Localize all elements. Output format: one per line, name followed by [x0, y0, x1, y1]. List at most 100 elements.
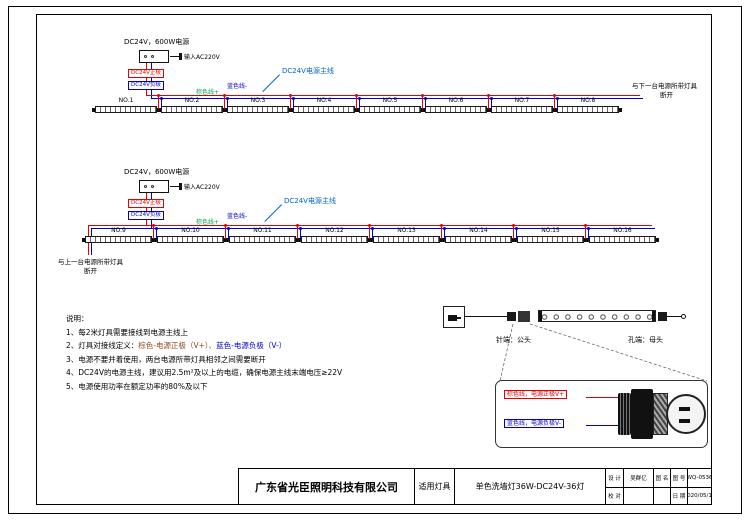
- male-connector: [507, 312, 516, 321]
- psu-positive-wire-row2: [146, 193, 147, 225]
- check-label: 校 对: [606, 486, 623, 505]
- drawing-no-label: 图 号: [670, 469, 687, 487]
- feed-wire-pos: [152, 223, 155, 239]
- fixture-number-label: NO.7: [514, 97, 530, 104]
- connector-body: [631, 389, 653, 439]
- dc-positive-label-row2: DC24V正极: [128, 199, 164, 208]
- psu-terminal: [144, 55, 147, 58]
- main-negative-line-row1: [151, 98, 643, 99]
- feed-wire-pos: [368, 223, 371, 239]
- power-supply-box-row2: [139, 180, 169, 193]
- fixture-bar: [514, 236, 587, 243]
- connector-zoom-box: 棕色线，电源正极V+ 蓝色线，电源负极V-: [495, 380, 708, 448]
- feed-wire-neg: [227, 226, 230, 239]
- feed-wire-pos: [222, 93, 226, 109]
- light-fixture: NO.16: [586, 227, 659, 246]
- notes-block: 说明： 1、每2米灯具需要接线到电源主线上 2、灯具对接线定义：棕色-电源正极（…: [66, 312, 342, 393]
- feed-wire-neg: [155, 226, 158, 239]
- light-fixture: NO.9: [82, 227, 155, 246]
- empty-cell: [653, 486, 670, 504]
- checker-name: [623, 486, 653, 504]
- fixture-number-label: NO.11: [253, 227, 272, 234]
- feed-wire-pos: [156, 93, 160, 109]
- note-item: 3、电源不要并着使用，两台电源所带灯具相邻之间需要断开: [66, 354, 266, 364]
- feed-wire-neg: [225, 96, 229, 109]
- connector-callout-box: [443, 306, 465, 328]
- psu-negative-wire-row2: [151, 193, 152, 228]
- prev-psu-note-line2: 断开: [84, 267, 97, 275]
- psu-title-row2: DC24V，600W电源: [124, 168, 190, 176]
- feed-wire-neg: [587, 226, 590, 239]
- feed-wire-pos: [552, 93, 556, 109]
- fixture-bar: [298, 236, 371, 243]
- mainline-label-row1: DC24V电源主线: [282, 67, 334, 75]
- connector-face: [666, 394, 706, 434]
- product-name: 单色洗墙灯36W-DC24V-36灯: [455, 469, 606, 504]
- light-fixture: NO.8: [554, 97, 622, 116]
- feed-wire-neg: [423, 96, 427, 109]
- fixture-number-label: NO.4: [316, 97, 332, 104]
- psu-title-row1: DC24V，600W电源: [124, 38, 190, 46]
- design-label: 设 计: [608, 475, 621, 482]
- connector-pin: [679, 419, 690, 423]
- sheet-outer-border: [8, 6, 742, 514]
- fixture-number-label: NO.15: [541, 227, 560, 234]
- note-item: 2、灯具对接线定义：棕色-电源正极（V+）、蓝色-电源负极（V-）: [66, 339, 342, 353]
- connector-pin: [679, 407, 690, 411]
- fixture-bar: [442, 236, 515, 243]
- designer-name: 吴群亿: [623, 469, 653, 487]
- light-fixture: NO.10: [154, 227, 227, 246]
- pin-end-label: 针端：公头: [496, 336, 531, 344]
- fixture-number-label: NO.10: [181, 227, 200, 234]
- ac-input-wire: [170, 186, 180, 187]
- note-item: 4、DC24V的电源主线，建议用2.5m²及以上的电缆，确保电源主线末端电压≥2…: [66, 368, 343, 377]
- feed-wire-neg: [159, 96, 163, 109]
- prev-psu-note: 与上一台电源所带灯具 断开: [58, 258, 123, 276]
- fixture-number-label: NO.6: [448, 97, 464, 104]
- feed-wire-pos: [288, 93, 292, 109]
- fixture-number-label: NO.3: [250, 97, 266, 104]
- wall-washer-bar: [538, 310, 656, 322]
- zoom-blue-wire-label: 蓝色线，电源负极V-: [504, 419, 564, 428]
- applicable-fixture-label: 适用灯具: [415, 469, 455, 504]
- main-positive-line-row1: [146, 95, 640, 96]
- light-fixture: NO.12: [298, 227, 371, 246]
- feed-wire-neg: [443, 226, 446, 239]
- fixture-number-label: NO.1: [118, 97, 134, 104]
- fixture-number-label: NO.13: [397, 227, 416, 234]
- feed-wire-neg: [291, 96, 295, 109]
- notes-heading: 说明：: [66, 314, 89, 323]
- fixture-bar: [370, 236, 443, 243]
- feed-wire-neg: [299, 226, 302, 239]
- feed-wire-pos: [584, 223, 587, 239]
- fixture-number-label: NO.16: [613, 227, 632, 234]
- fixture-number-label: NO.8: [580, 97, 596, 104]
- fixture-bar: [82, 236, 155, 243]
- brown-wire-label-row2: 棕色线+: [196, 219, 220, 226]
- fixture-number-label: NO.5: [382, 97, 398, 104]
- brown-wire-label-row1: 棕色线+: [196, 89, 220, 96]
- date-label: 日 期: [670, 486, 687, 504]
- light-fixture: NO.13: [370, 227, 443, 246]
- dc-positive-label-row1: DC24V正极: [128, 69, 164, 78]
- end-pigtail: [667, 316, 681, 317]
- hole-end-label: 孔端：母头: [628, 336, 663, 344]
- feed-wire-pos: [440, 223, 443, 239]
- fixture-bar: [154, 236, 227, 243]
- feed-wire-pos: [296, 223, 299, 239]
- ac-plug-icon: [179, 183, 182, 190]
- next-psu-note-line1: 与下一台电源所带灯具: [632, 82, 697, 90]
- feed-wire-neg: [357, 96, 361, 109]
- fixture-number-label: NO.14: [469, 227, 488, 234]
- prev-psu-note-line1: 与上一台电源所带灯具: [58, 258, 123, 266]
- psu-terminal: [144, 185, 147, 188]
- feed-wire-pos: [512, 223, 515, 239]
- light-fixture: NO.11: [226, 227, 299, 246]
- fixture-number-label: NO.12: [325, 227, 344, 234]
- mainline-label-row2: DC24V电源主线: [284, 197, 336, 205]
- next-psu-note-line2: 断开: [660, 91, 673, 99]
- drawing-name-label: 图 名: [653, 469, 670, 487]
